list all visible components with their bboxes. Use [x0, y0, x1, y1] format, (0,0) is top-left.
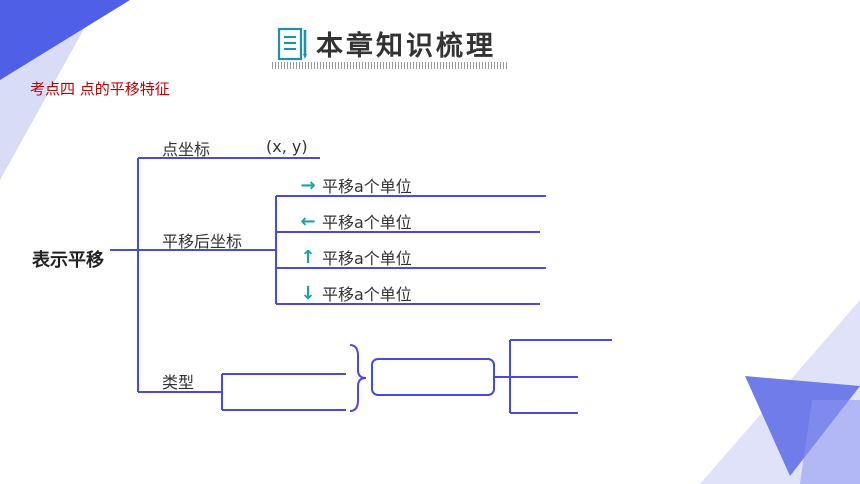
root-node-label: 表示平移 — [32, 250, 104, 271]
move-up-label: 平移a个单位 — [322, 249, 412, 268]
arrow-down-icon: ↓ — [300, 282, 316, 304]
move-left-item: ← 平移a个单位 — [300, 209, 412, 233]
move-down-item: ↓ 平移a个单位 — [300, 281, 412, 305]
title-underline — [272, 62, 508, 69]
arrow-left-icon: ← — [300, 210, 316, 232]
coordinate-value: (x, y) — [266, 137, 308, 156]
page-title: 本章知识梳理 — [316, 31, 496, 62]
answer-box — [371, 358, 495, 396]
notebook-icon — [277, 27, 307, 61]
corner-triangle-dark — [0, 0, 130, 80]
move-right-label: 平移a个单位 — [322, 177, 412, 196]
move-right-item: → 平移a个单位 — [300, 173, 412, 197]
move-down-label: 平移a个单位 — [322, 285, 412, 304]
curly-brace — [349, 344, 367, 412]
section-heading: 考点四 点的平移特征 — [30, 80, 170, 98]
arrow-right-icon: → — [300, 174, 316, 196]
chapter-title-block: 本章知识梳理 — [272, 22, 508, 70]
arrow-up-icon: ↑ — [300, 246, 316, 268]
move-up-item: ↑ 平移a个单位 — [300, 245, 412, 269]
point-coordinate-label: 点坐标 — [162, 140, 211, 159]
corner-triangle-mid-right — [800, 400, 860, 484]
move-left-label: 平移a个单位 — [322, 213, 412, 232]
translated-coordinate-label: 平移后坐标 — [162, 232, 243, 251]
types-label: 类型 — [162, 373, 195, 392]
